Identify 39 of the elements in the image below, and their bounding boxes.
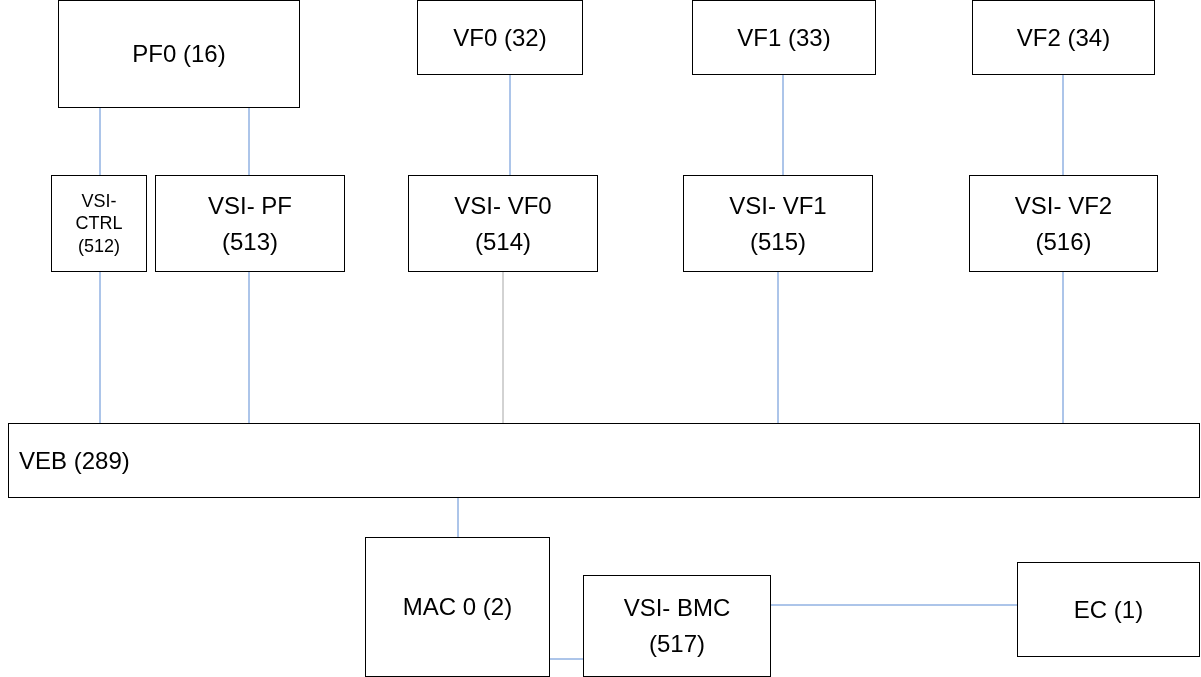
connector-line bbox=[99, 107, 101, 176]
connector-line bbox=[99, 271, 101, 424]
process-box bbox=[969, 175, 1158, 272]
process-box bbox=[417, 0, 583, 75]
node-label: VSI- VF0 (514) bbox=[453, 190, 553, 257]
node-label: VSI- PF (513) bbox=[207, 190, 293, 257]
node-label: EC (1) bbox=[1073, 594, 1144, 625]
connector-line bbox=[770, 604, 1018, 606]
process-box bbox=[972, 0, 1155, 75]
node-label: VF0 (32) bbox=[453, 22, 547, 53]
node-label: VSI- BMC (517) bbox=[622, 593, 732, 659]
node-label: VSI- CTRL (512) bbox=[74, 189, 124, 258]
process-box bbox=[683, 175, 873, 272]
node-label: VF1 (33) bbox=[737, 22, 831, 53]
node-label: VSI- VF1 (515) bbox=[728, 190, 828, 257]
process-box bbox=[583, 575, 771, 677]
process-box bbox=[692, 0, 876, 75]
connector-line bbox=[777, 271, 779, 424]
process-box bbox=[51, 175, 147, 272]
node-label: VSI- VF2 (516) bbox=[1013, 190, 1114, 257]
connector-line bbox=[1062, 271, 1064, 424]
process-box bbox=[155, 175, 345, 272]
connector-line bbox=[502, 271, 504, 424]
node-label: MAC 0 (2) bbox=[402, 592, 513, 622]
process-box bbox=[408, 175, 598, 272]
connector-line bbox=[248, 271, 250, 424]
node-label: VEB (289) bbox=[19, 445, 130, 476]
process-box bbox=[8, 423, 1200, 498]
process-box bbox=[1017, 562, 1200, 657]
node-label: VF2 (34) bbox=[1016, 22, 1111, 53]
connector-line bbox=[457, 497, 459, 538]
connector-line bbox=[782, 74, 784, 176]
node-label: PF0 (16) bbox=[132, 39, 226, 69]
connector-line bbox=[248, 107, 250, 176]
process-box bbox=[365, 537, 550, 677]
connector-line bbox=[549, 658, 584, 660]
connector-line bbox=[1062, 74, 1064, 176]
process-box bbox=[58, 0, 300, 108]
connector-line bbox=[509, 74, 511, 176]
